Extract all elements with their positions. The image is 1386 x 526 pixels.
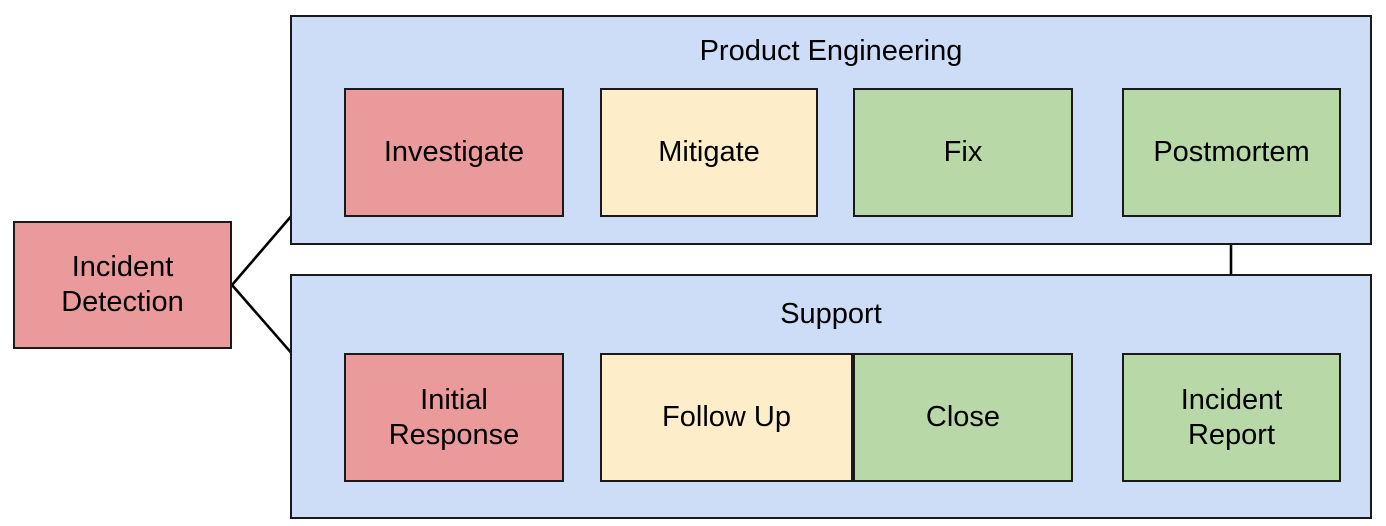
node-mitigate[interactable]: Mitigate <box>600 88 818 217</box>
node-initial-response[interactable]: Initial Response <box>344 353 564 482</box>
node-fix[interactable]: Fix <box>853 88 1073 217</box>
node-investigate[interactable]: Investigate <box>344 88 564 217</box>
lane-support-title: Support <box>780 298 882 330</box>
lane-product-engineering-title: Product Engineering <box>699 35 963 67</box>
node-incident-report[interactable]: Incident Report <box>1122 353 1341 482</box>
node-incident-detection[interactable]: Incident Detection <box>13 221 232 349</box>
node-follow-up[interactable]: Follow Up <box>600 353 853 482</box>
node-postmortem[interactable]: Postmortem <box>1122 88 1341 217</box>
node-close[interactable]: Close <box>853 353 1073 482</box>
